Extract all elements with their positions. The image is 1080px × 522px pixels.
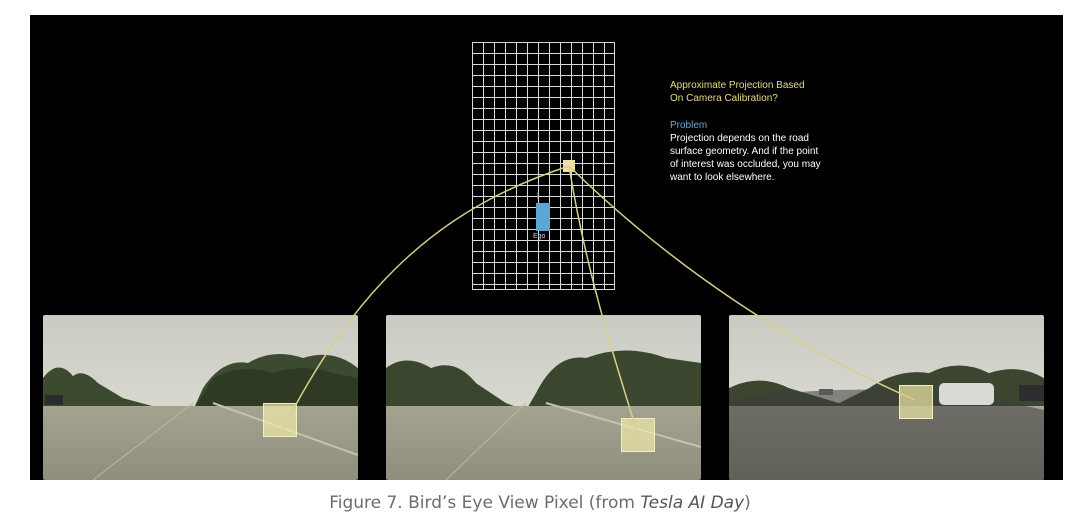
projection-line-right (568, 165, 916, 401)
camera-view-left (43, 315, 358, 480)
highlight-box-left (263, 403, 297, 437)
ego-heading-arrow-icon: ↑ (535, 188, 541, 202)
question-line-2: On Camera Calibration? (670, 93, 778, 104)
figure-caption: Figure 7. Bird’s Eye View Pixel (from Te… (329, 493, 751, 513)
camera-view-right (729, 315, 1044, 480)
question-line-1: Approximate Projection Based (670, 80, 805, 91)
problem-line-2: surface geometry. And if the point (670, 146, 819, 157)
highlight-box-right (899, 385, 933, 419)
problem-line-1: Projection depends on the road (670, 133, 809, 144)
projection-lines (279, 165, 916, 436)
caption-source: Tesla AI Day (640, 493, 745, 513)
annotation-text: Approximate Projection Based On Camera C… (670, 79, 890, 184)
projection-line-center (568, 165, 639, 436)
camera-view-center (386, 315, 701, 480)
slide-frame: ↑ Ego Approximate Projection Based On Ca… (30, 15, 1063, 480)
problem-heading: Problem (670, 120, 708, 131)
ego-label: Ego (533, 233, 546, 240)
bev-grid (472, 42, 615, 290)
problem-line-3: of interest was occluded, you may (670, 159, 821, 170)
ego-vehicle-marker (536, 203, 550, 231)
projection-line-left (279, 165, 570, 436)
problem-line-4: want to look elsewhere. (670, 172, 775, 183)
